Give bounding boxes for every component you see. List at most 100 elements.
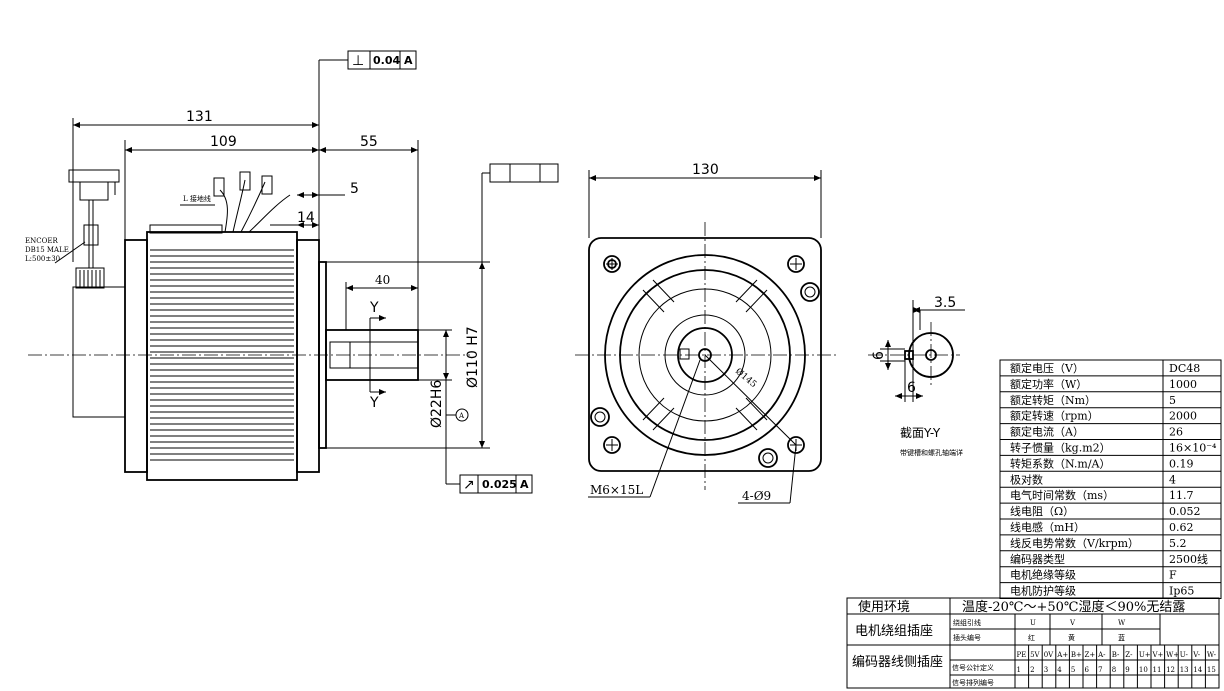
winding-socket-label: 电机绕组插座 bbox=[855, 624, 933, 639]
encoder-pin-def: A- bbox=[1097, 651, 1106, 659]
spec-label: 线电感（mH） bbox=[1010, 520, 1085, 534]
dim-110-h7: Ø110 H7 bbox=[465, 326, 481, 388]
encoder-pin-num: 4 bbox=[1057, 666, 1062, 674]
dim-130: 130 bbox=[692, 162, 719, 178]
winding-row-1-label: 绕组引线 bbox=[953, 618, 981, 627]
dim-6-vertical: 6 bbox=[871, 351, 887, 360]
flange-ribs bbox=[642, 279, 768, 431]
spec-value: 0.62 bbox=[1169, 521, 1194, 534]
encoder-pin-num: 7 bbox=[1098, 666, 1102, 674]
section-mark-top: Y bbox=[369, 300, 379, 316]
env-label: 使用环境 bbox=[858, 599, 910, 615]
fcf-perp-value: 0.04 bbox=[373, 54, 400, 67]
pilot-circle bbox=[664, 314, 746, 396]
section-view: 3.5 6 6 截面Y-Y 带键槽和螺孔轴端详 bbox=[868, 295, 965, 457]
encoder-pin-def: B- bbox=[1112, 651, 1120, 659]
spec-label: 额定转速（rpm） bbox=[1010, 409, 1099, 423]
front-flange bbox=[296, 239, 320, 473]
section-subtitle: 带键槽和螺孔轴端详 bbox=[900, 448, 963, 457]
encoder-pin-num: 13 bbox=[1180, 666, 1189, 674]
spec-label: 编码器类型 bbox=[1010, 552, 1065, 566]
spec-value: F bbox=[1169, 569, 1177, 582]
spec-label: 额定功率（W） bbox=[1010, 377, 1087, 391]
mounting-holes bbox=[590, 255, 820, 468]
spec-value: 1000 bbox=[1169, 378, 1197, 391]
winding-blue: 蓝 bbox=[1118, 633, 1125, 642]
fcf-perp-datum: A bbox=[404, 54, 413, 67]
encoder-connector-ribs bbox=[79, 270, 101, 287]
dim-55: 55 bbox=[360, 134, 378, 150]
spec-value: 0.052 bbox=[1169, 505, 1201, 518]
dim-3-5: 3.5 bbox=[934, 295, 956, 311]
encoder-pin-def: Z+ bbox=[1085, 651, 1096, 659]
spec-label: 电气时间常数（ms） bbox=[1010, 488, 1114, 502]
spec-value: 26 bbox=[1169, 426, 1183, 439]
spec-value: 5.2 bbox=[1169, 537, 1187, 550]
encoder-pin-def: V- bbox=[1192, 651, 1200, 659]
spec-label: 转子惯量（kg.m2） bbox=[1010, 441, 1111, 455]
encoder-connector-boot bbox=[75, 267, 105, 289]
rear-flange bbox=[124, 239, 148, 473]
encoder-pin-num: 1 bbox=[1017, 666, 1021, 674]
spec-table: 额定电压（V）DC48额定功率（W）1000额定转矩（Nm）5额定转速（rpm）… bbox=[999, 359, 1222, 599]
shaft-center bbox=[698, 348, 712, 362]
fcf-runout-symbol: ↗ bbox=[463, 477, 475, 493]
spec-value: Ip65 bbox=[1169, 585, 1194, 598]
encoder-row-2-label: 信号排列编号 bbox=[952, 678, 994, 687]
key-square bbox=[679, 348, 690, 360]
encoder-pin-num: 5 bbox=[1071, 666, 1075, 674]
spec-value: 11.7 bbox=[1169, 489, 1194, 502]
encoder-pin-def: W+ bbox=[1166, 651, 1179, 659]
lead-gland bbox=[149, 224, 223, 234]
winding-u: U bbox=[1030, 619, 1036, 627]
pcd-leader bbox=[704, 354, 797, 446]
encoder-label-2: DB15 MALE bbox=[25, 246, 69, 254]
spec-label: 线电阻（Ω） bbox=[1010, 504, 1074, 518]
section-mark-bottom: Y bbox=[369, 395, 379, 411]
encoder-pin-def: U- bbox=[1180, 651, 1189, 659]
spec-value: 0.19 bbox=[1169, 457, 1194, 470]
encoder-pin-num: 8 bbox=[1112, 666, 1116, 674]
encoder-pin-def: 5V bbox=[1030, 651, 1040, 659]
spec-label: 电机防护等级 bbox=[1010, 584, 1076, 598]
winding-red: 红 bbox=[1028, 633, 1035, 642]
side-view: L 接地线 131 109 55 5 14 40 Y bbox=[25, 50, 559, 494]
dim-6-horizontal: 6 bbox=[907, 380, 916, 396]
encoder-cap bbox=[72, 286, 126, 418]
cooling-fins bbox=[150, 249, 294, 461]
spec-value: 5 bbox=[1169, 394, 1176, 407]
section-key bbox=[904, 350, 914, 360]
spec-label: 极对数 bbox=[1010, 472, 1043, 486]
dim-109: 109 bbox=[210, 134, 237, 150]
encoder-pin-def: B+ bbox=[1071, 651, 1082, 659]
encoder-pin-num: 10 bbox=[1139, 666, 1148, 674]
env-value: 温度-20℃～+50℃湿度＜90%无结露 bbox=[962, 599, 1185, 615]
encoder-pin-def: U+ bbox=[1139, 651, 1151, 659]
encoder-pin-def: W- bbox=[1207, 651, 1217, 659]
front-view: 130 Ø145 M6×15L 4-Ø9 bbox=[575, 162, 838, 504]
spec-label: 额定电流（A） bbox=[1010, 425, 1084, 439]
db15-connector bbox=[68, 169, 120, 183]
encoder-pin-num: 11 bbox=[1153, 666, 1162, 674]
spec-value: 4 bbox=[1169, 473, 1176, 486]
dim-14: 14 bbox=[297, 210, 315, 226]
lead-label: L 接地线 bbox=[183, 194, 211, 203]
encoder-pin-num: 2 bbox=[1030, 666, 1034, 674]
encoder-pin-num: 9 bbox=[1125, 666, 1129, 674]
encoder-row-1-label: 信号公针定义 bbox=[952, 663, 994, 672]
winding-v: V bbox=[1069, 619, 1076, 627]
encoder-pin-def: PE bbox=[1017, 651, 1027, 659]
winding-w: W bbox=[1118, 619, 1126, 627]
spec-label: 转矩系数（N.m/A） bbox=[1010, 456, 1111, 470]
motor-body bbox=[146, 231, 298, 481]
encoder-pin-num: 15 bbox=[1207, 666, 1216, 674]
thread-note: M6×15L bbox=[590, 483, 643, 497]
section-title: 截面Y-Y bbox=[900, 426, 941, 440]
fcf-concentricity bbox=[489, 163, 559, 183]
bottom-table: PE15V20V3A+4B+5Z+6A-7B-8Z-9U+10V+11W+12U… bbox=[846, 597, 1220, 689]
fcf-perpendicularity bbox=[347, 50, 417, 70]
spec-label: 电机绝缘等级 bbox=[1010, 568, 1076, 582]
dim-40: 40 bbox=[375, 273, 390, 287]
motor-leads bbox=[180, 171, 291, 233]
datum-a-symbol bbox=[455, 408, 469, 422]
